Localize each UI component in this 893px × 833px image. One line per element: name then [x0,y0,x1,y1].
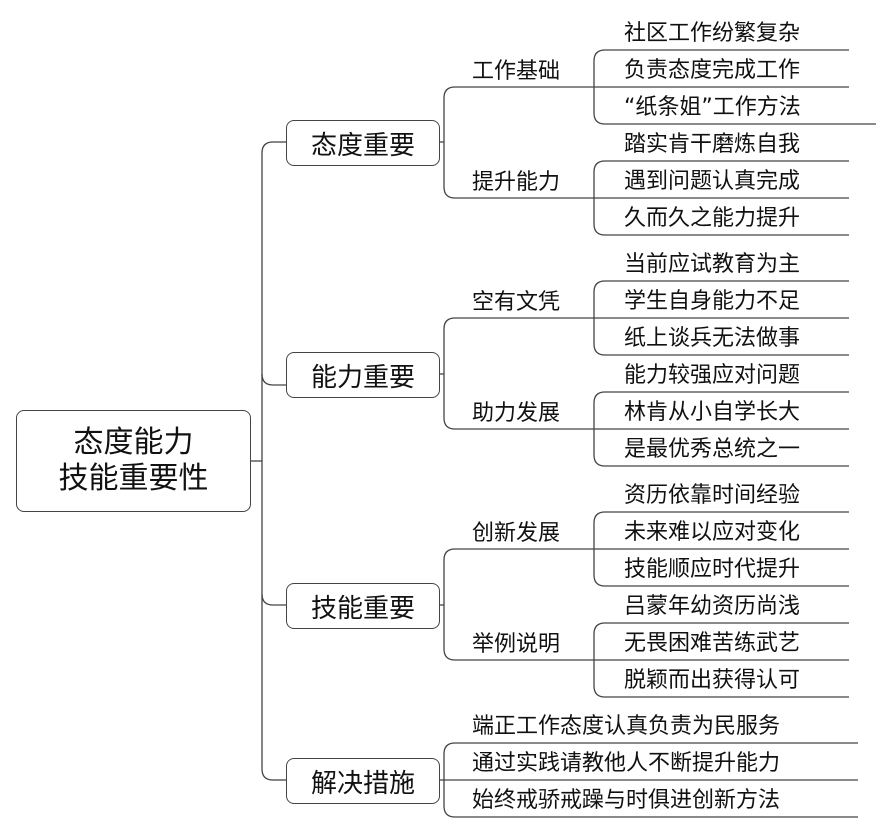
branch-solutions[interactable]: 解决措施 [286,758,440,804]
leaf-text[interactable]: 资历依靠时间经验 [624,483,801,508]
leaf-text[interactable]: 负责态度完成工作 [624,58,801,83]
subtopic-examples[interactable]: 举例说明 [472,632,561,657]
leaf-text[interactable]: 林肯从小自学长大 [624,400,801,425]
leaf-text[interactable]: 踏实肯干磨炼自我 [624,132,801,157]
leaf-text[interactable]: 技能顺应时代提升 [624,557,801,582]
branch-ability[interactable]: 能力重要 [286,352,440,398]
leaf-text[interactable]: “纸条姐”工作方法 [624,95,801,120]
subtopic-work-foundation[interactable]: 工作基础 [472,59,561,84]
root-topic[interactable]: 态度能力 技能重要性 [16,410,251,512]
root-topic-line-1: 态度能力 [73,425,194,460]
leaf-text[interactable]: 久而久之能力提升 [624,206,801,231]
branch-skill[interactable]: 技能重要 [286,583,440,629]
root-topic-line-2: 技能重要性 [58,461,209,496]
subtopic-innovative-development[interactable]: 创新发展 [472,521,561,546]
leaf-text[interactable]: 当前应试教育为主 [624,252,801,277]
leaf-text[interactable]: 脱颖而出获得认可 [624,668,801,693]
leaf-text[interactable]: 纸上谈兵无法做事 [624,326,801,351]
subtopic-empty-diploma[interactable]: 空有文凭 [472,290,561,315]
solution-item[interactable]: 端正工作态度认真负责为民服务 [472,714,781,739]
branch-attitude[interactable]: 态度重要 [286,120,440,166]
solution-item[interactable]: 始终戒骄戒躁与时俱进创新方法 [472,788,781,813]
leaf-text[interactable]: 学生自身能力不足 [624,289,801,314]
solution-item[interactable]: 通过实践请教他人不断提升能力 [472,751,781,776]
leaf-text[interactable]: 未来难以应对变化 [624,520,801,545]
subtopic-improve-ability[interactable]: 提升能力 [472,170,561,195]
leaf-text[interactable]: 能力较强应对问题 [624,363,801,388]
leaf-text[interactable]: 吕蒙年幼资历尚浅 [624,594,801,619]
subtopic-boost-development[interactable]: 助力发展 [472,401,561,426]
leaf-text[interactable]: 是最优秀总统之一 [624,437,801,462]
leaf-text[interactable]: 无畏困难苦练武艺 [624,631,801,656]
leaf-text[interactable]: 遇到问题认真完成 [624,169,801,194]
leaf-text[interactable]: 社区工作纷繁复杂 [624,21,801,46]
